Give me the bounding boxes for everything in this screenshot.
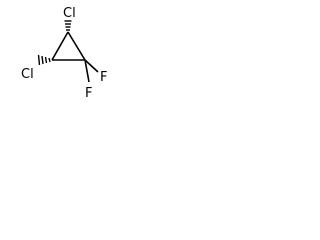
hashed-bond-top-cl bbox=[64, 20, 72, 31]
ring-bond-right-top bbox=[67, 31, 86, 61]
ring-bond-top-left bbox=[51, 31, 69, 61]
bond-f-right bbox=[84, 59, 99, 73]
atom-label-f-bottom: F bbox=[85, 86, 92, 101]
hashed-bond-left-cl bbox=[37, 54, 51, 66]
bond-f-bottom bbox=[84, 59, 90, 83]
atom-label-cl-top: Cl bbox=[63, 6, 76, 21]
molecule-structure: Cl Cl F F bbox=[21, 6, 107, 101]
atom-label-f-right: F bbox=[100, 70, 107, 85]
atom-label-cl-left: Cl bbox=[21, 67, 34, 82]
